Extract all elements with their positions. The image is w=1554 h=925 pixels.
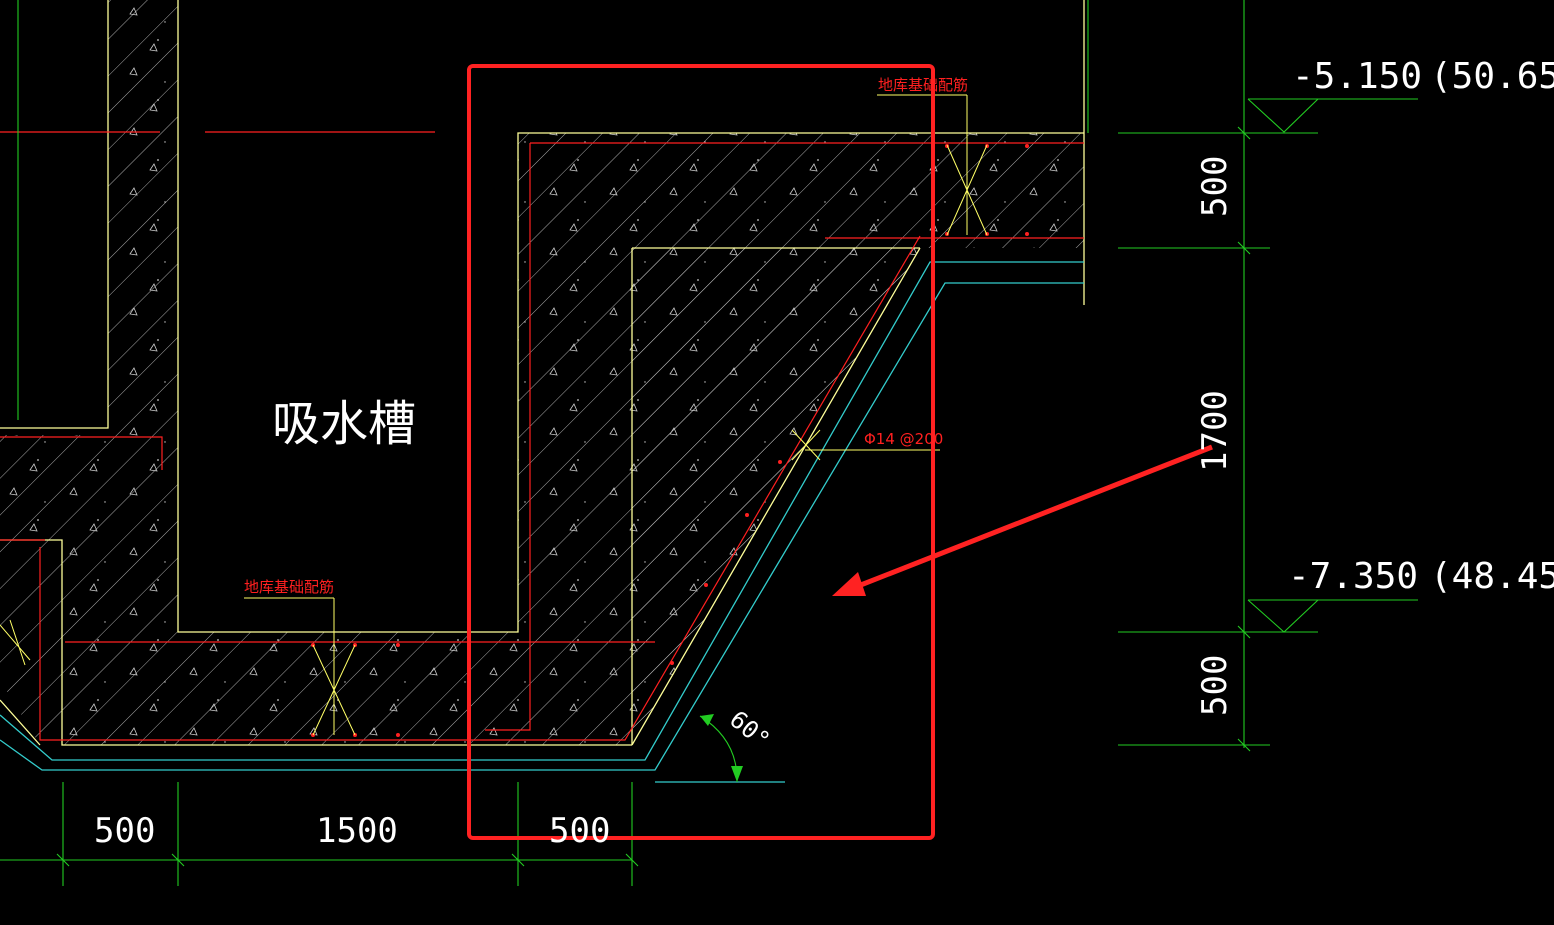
left-wall-outline [0,0,109,429]
level-lower-elevation: -7.350 [1288,556,1418,597]
left-slope-concrete [0,540,62,745]
rebar-label-slope: Φ14 @200 [864,430,943,448]
concrete-sections [0,0,1084,745]
vertical-dim-2: 1700 [1195,390,1235,472]
horizontal-dim-3: 500 [549,811,610,851]
dimension-lines [0,0,1418,886]
vertical-dim-1: 500 [1195,156,1235,217]
rebar-callouts [0,94,988,736]
vertical-dim-3: 500 [1195,655,1235,716]
level-upper-elevation: -5.150 [1292,56,1422,97]
rebar-label-bottom-left: 地库基础配筋 [244,578,334,596]
angle-arrows [700,714,743,782]
highlight-box [467,64,935,840]
waterproof-layers [0,261,1084,783]
room-label-sump: 吸水槽 [272,396,416,452]
highlight-arrow [832,444,1213,596]
horizontal-dim-1: 500 [94,811,155,851]
level-upper-absolute: (50.650) [1430,56,1554,97]
slope-angle-label: 60° [724,705,775,754]
rebar-label-top-right: 地库基础配筋 [878,76,968,94]
level-lower-absolute: (48.450) [1430,556,1554,597]
rebar-dots [311,144,1029,737]
horizontal-dim-2: 1500 [316,811,398,851]
rebar-lines [0,131,1084,741]
